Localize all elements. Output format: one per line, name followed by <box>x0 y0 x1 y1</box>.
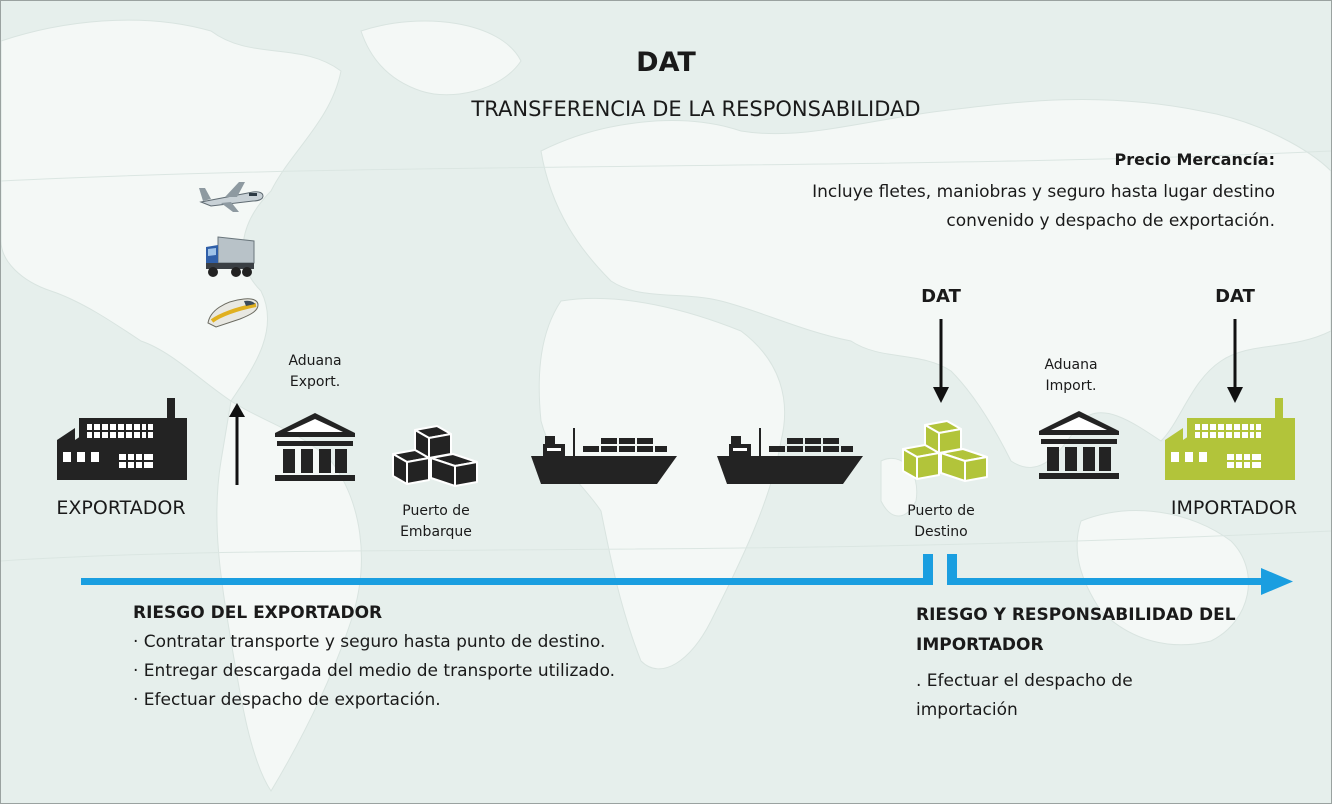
importer-risk-bar <box>947 578 1267 585</box>
list-item: · Efectuar despacho de exportación. <box>133 690 441 710</box>
price-line-2: convenido y despacho de exportación. <box>946 211 1275 231</box>
importer-risk-heading-line-1: RIESGO Y RESPONSABILIDAD DEL <box>916 605 1236 625</box>
customs-building-icon <box>275 413 355 481</box>
puerto-embarque-line-2: Embarque <box>400 524 472 540</box>
importer-risk-heading-line-2: IMPORTADOR <box>916 635 1044 655</box>
aduana-export-line-1: Aduana <box>288 353 342 369</box>
importer-risk-line-1: . Efectuar el despacho de <box>916 671 1133 691</box>
boxes-icon <box>392 425 478 487</box>
price-label: Precio Mercancía: <box>1114 150 1276 169</box>
aduana-export-line-2: Export. <box>289 374 341 390</box>
puerto-embarque-line-1: Puerto de <box>402 503 470 519</box>
ship-icon <box>717 428 863 484</box>
page-title: DAT <box>636 47 696 78</box>
aduana-import-line-2: Import. <box>1045 378 1097 394</box>
train-icon <box>207 298 259 328</box>
puerto-destino-line-2: Destino <box>914 524 968 540</box>
exporter-risk-heading: RIESGO DEL EXPORTADOR <box>133 603 383 623</box>
risk-timeline <box>81 554 1293 595</box>
dat-marker-importador: DAT <box>1215 286 1255 307</box>
list-item: · Contratar transporte y seguro hasta pu… <box>133 632 606 652</box>
airplane-icon <box>199 182 264 212</box>
importer-risk-heading: RIESGO Y RESPONSABILIDAD DEL IMPORTADOR <box>916 600 1236 660</box>
importer-risk-line-2: importación <box>916 700 1018 720</box>
puerto-embarque-label: Puerto de Embarque <box>386 501 486 543</box>
customs-building-icon <box>1039 411 1119 479</box>
factory-icon <box>1165 398 1295 480</box>
list-item: · Entregar descargada del medio de trans… <box>133 661 616 681</box>
price-line-1: Incluye fletes, maniobras y seguro hasta… <box>812 182 1275 202</box>
exporter-risk-list: · Contratar transporte y seguro hasta pu… <box>133 628 615 715</box>
exporter-risk-bar-end <box>923 554 933 585</box>
factory-icon <box>57 398 187 480</box>
importer-risk-bar-start <box>947 554 957 585</box>
down-arrow-icon <box>1227 319 1243 403</box>
page-subtitle: TRANSFERENCIA DE LA RESPONSABILIDAD <box>471 97 921 121</box>
boxes-icon <box>902 420 988 482</box>
up-arrow-icon <box>229 403 245 485</box>
importer-risk-text: . Efectuar el despacho de importación <box>916 667 1133 725</box>
puerto-destino-line-1: Puerto de <box>907 503 975 519</box>
aduana-export-label: Aduana Export. <box>275 351 355 393</box>
truck-icon <box>206 236 255 277</box>
exportador-label: EXPORTADOR <box>56 497 186 519</box>
ship-icon <box>531 428 677 484</box>
exporter-risk-bar <box>81 578 933 585</box>
aduana-import-label: Aduana Import. <box>1031 355 1111 397</box>
aduana-import-line-1: Aduana <box>1044 357 1098 373</box>
right-arrow-icon <box>1261 568 1293 595</box>
importador-label: IMPORTADOR <box>1170 497 1298 519</box>
puerto-destino-label: Puerto de Destino <box>891 501 991 543</box>
down-arrow-icon <box>933 319 949 403</box>
dat-marker-destino: DAT <box>921 286 961 307</box>
price-description: Incluye fletes, maniobras y seguro hasta… <box>635 178 1275 236</box>
